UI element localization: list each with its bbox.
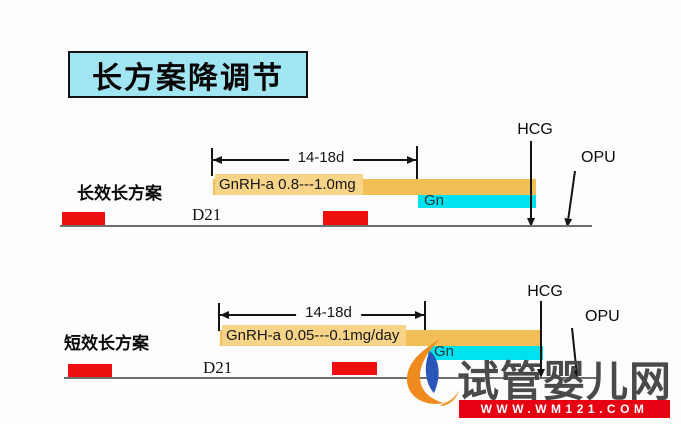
gnrh-bar: GnRH-a 0.8---1.0mg	[213, 174, 536, 195]
hcg-arrow	[527, 141, 535, 227]
hcg-label: HCG	[517, 121, 553, 138]
menses-bar	[62, 212, 105, 225]
duration-dimension-arrow: 14-18d	[211, 146, 418, 180]
dimension-tick-right	[416, 146, 418, 179]
watermark-logo-icon	[406, 339, 459, 406]
timeline	[64, 377, 600, 379]
gn-label: Gn	[424, 192, 445, 209]
menses-bar	[323, 211, 368, 225]
dimension-tick-right	[424, 301, 426, 332]
day-label: D21	[203, 358, 233, 377]
arrowhead-down-icon	[537, 369, 545, 378]
gn-label: Gn	[434, 343, 455, 360]
hcg-arrow	[537, 301, 545, 378]
timeline	[60, 225, 592, 227]
opu-arrow	[563, 170, 576, 229]
gnrh-label: GnRH-a 0.8---1.0mg	[215, 174, 363, 195]
arrowhead-down-icon	[527, 218, 535, 227]
protocol-label: 短效长方案	[64, 334, 149, 353]
page-title: 长方案降调节	[92, 61, 284, 95]
arrowhead-right-icon	[407, 156, 416, 164]
opu-label: OPU	[581, 149, 616, 166]
gn-bar: Gn	[428, 343, 543, 360]
menses-bar	[332, 362, 377, 375]
protocol-label: 长效长方案	[77, 184, 162, 203]
title-box: 长方案降调节	[68, 51, 308, 98]
arrowhead-left-icon	[220, 311, 229, 319]
watermark-site-name: 试管婴儿网	[457, 357, 673, 406]
watermark-url-bar: WWW.WM121.COM	[459, 400, 670, 418]
duration-dimension-arrow: 14-18d	[218, 301, 426, 334]
gnrh-bar: GnRH-a 0.05---0.1mg/day	[220, 325, 540, 346]
dimension-tick-left	[211, 148, 213, 176]
arrowhead-right-icon	[415, 311, 424, 319]
menses-bar	[68, 364, 112, 377]
dimension-tick-left	[218, 303, 220, 331]
duration-label: 14-18d	[288, 149, 354, 166]
gn-bar: Gn	[418, 192, 536, 209]
arrowhead-left-icon	[213, 156, 222, 164]
day-label: D21	[192, 205, 222, 224]
opu-label: OPU	[585, 308, 620, 325]
gnrh-label: GnRH-a 0.05---0.1mg/day	[222, 325, 407, 346]
duration-label: 14-18d	[296, 304, 361, 321]
hcg-label: HCG	[527, 283, 563, 300]
